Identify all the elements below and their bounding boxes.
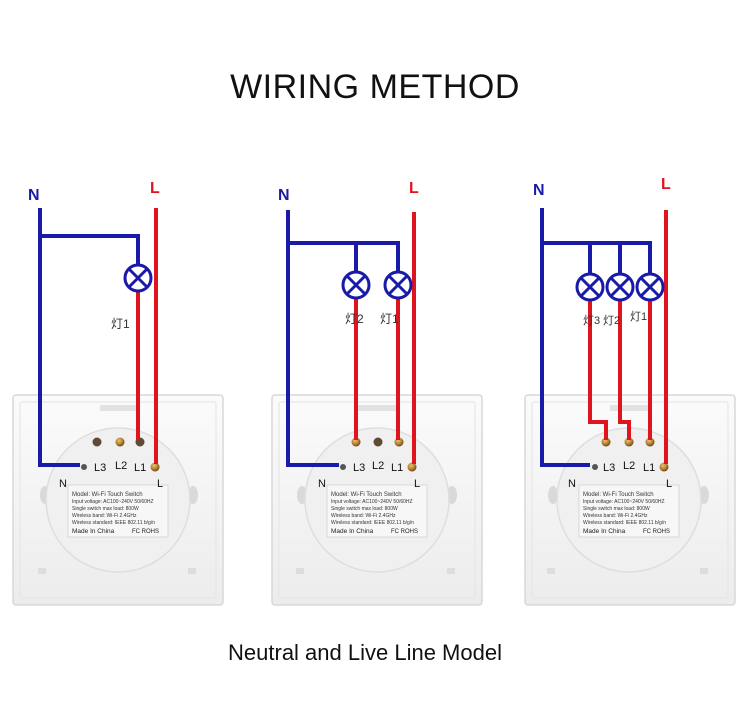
switch-panel-1: Model: Wi-Fi Touch Switch Input voltage:… [12,394,224,606]
panel-1-made: Made In China [72,528,115,535]
panel-1-load: Single switch max load: 800W [72,506,139,512]
terminal-screw-icon [659,462,669,472]
terminal-screw-icon [150,462,160,472]
panel-3-standard: Wireless standard: IEEE 802.11 b/g/n [583,520,666,526]
panel-2-model: Model: Wi-Fi Touch Switch [331,492,402,498]
neutral-wire-label: N [278,187,290,204]
panel-1-standard: Wireless standard: IEEE 802.11 b/g/n [72,520,155,526]
panel-3-made: Made In China [583,528,626,535]
terminal-screw-icon [115,437,125,447]
panel-1-wireless: Wireless band: Wi-Fi 2.4GHz [72,513,137,519]
lamp-3-label: 灯3 [583,314,600,327]
terminal-l3-label: L3 [353,462,365,474]
live-wire-label: L [409,180,419,197]
lamp-icon [635,272,665,302]
terminal-l1-label: L1 [643,462,655,474]
terminal-l2-label: L2 [623,460,635,472]
wiring-1: 灯1 N L [28,180,160,467]
panel-3-cert: FC ROHS [643,529,670,535]
terminal-l-label: L [414,478,420,490]
terminal-screw-icon [92,437,102,447]
terminal-screw-icon [407,462,417,472]
panel-3-wireless: Wireless band: Wi-Fi 2.4GHz [583,513,648,519]
terminal-screw-icon [601,437,611,447]
terminal-l-label: L [666,478,672,490]
neutral-wire-label: N [533,182,545,199]
terminal-l3-label: L3 [94,462,106,474]
terminal-screw-icon [351,437,361,447]
wiring-3: 灯3 灯2 灯1 N L [533,176,671,467]
terminal-l2-label: L2 [115,460,127,472]
panel-2-standard: Wireless standard: IEEE 802.11 b/g/n [331,520,414,526]
panel-1-model: Model: Wi-Fi Touch Switch [72,492,143,498]
lamp-icon [123,263,153,293]
diagram-caption: Neutral and Live Line Model [228,640,502,665]
panel-2-cert: FC ROHS [391,529,418,535]
terminal-n-label: N [59,478,67,490]
terminal-screw-icon [624,437,634,447]
terminal-n-label: N [568,478,576,490]
terminal-n-label: N [318,478,326,490]
terminal-l2-label: L2 [372,460,384,472]
terminal-screw-icon [645,437,655,447]
live-wire-label: L [150,180,160,197]
panel-1-voltage: Input voltage: AC100~240V 50/60HZ [72,499,154,505]
live-wire-label: L [661,176,671,193]
wiring-2: 灯2 灯1 N L [278,180,419,467]
lamp-1-label: 灯1 [380,312,399,326]
lamp-1-label: 灯1 [111,317,130,331]
panel-3-voltage: Input voltage: AC100~240V 50/60HZ [583,499,665,505]
panel-3-model: Model: Wi-Fi Touch Switch [583,492,654,498]
terminal-l-label: L [157,478,163,490]
terminal-l1-label: L1 [134,462,146,474]
diagram-title: WIRING METHOD [230,68,520,106]
terminal-l3-label: L3 [603,462,615,474]
lamp-icon [383,270,413,300]
neutral-wire-label: N [28,187,40,204]
lamp-icon [605,272,635,302]
panel-3-load: Single switch max load: 800W [583,506,650,512]
lamp-icon [575,272,605,302]
panel-2-load: Single switch max load: 800W [331,506,398,512]
switch-panel-2: Model: Wi-Fi Touch Switch Input voltage:… [271,394,483,606]
panel-2-voltage: Input voltage: AC100~240V 50/60HZ [331,499,413,505]
terminal-l1-label: L1 [391,462,403,474]
terminal-screw-icon [373,437,383,447]
lamp-2-label: 灯2 [345,312,364,326]
lamp-1-label: 灯1 [630,310,647,323]
panel-2-wireless: Wireless band: Wi-Fi 2.4GHz [331,513,396,519]
panel-2-made: Made In China [331,528,374,535]
lamp-icon [341,270,371,300]
panel-1-cert: FC ROHS [132,529,159,535]
lamp-2-label: 灯2 [603,314,620,327]
